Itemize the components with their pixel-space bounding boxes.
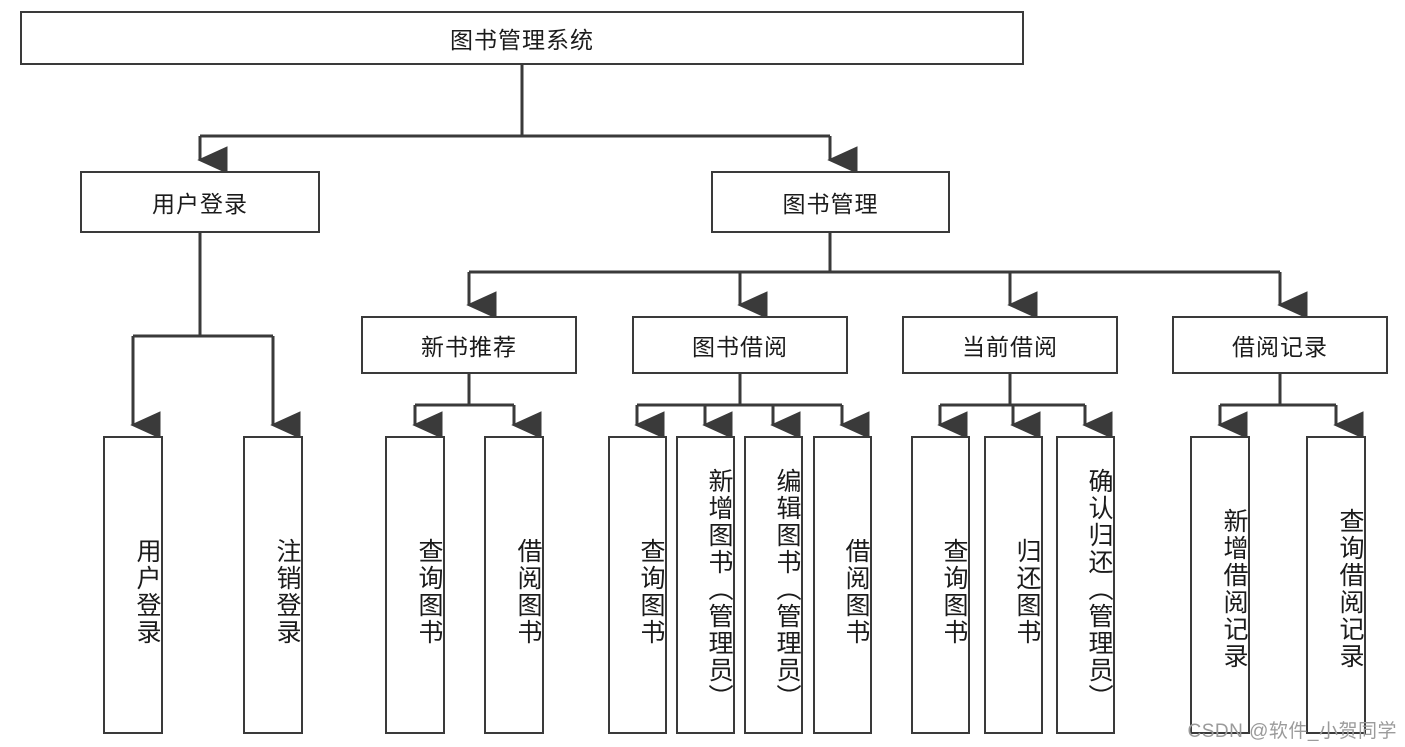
node-book-borrow[interactable]: 图书借阅 [632, 316, 848, 374]
node-root-label: 图书管理系统 [450, 27, 594, 53]
node-root[interactable]: 图书管理系统 [20, 11, 1024, 65]
node-book-borrow-label: 图书借阅 [692, 334, 788, 360]
node-leaf-borrow-add-book-label: 新增图书（管理员） [705, 467, 733, 711]
node-leaf-current-confirm-return-label: 确认归还（管理员） [1085, 467, 1113, 711]
node-leaf-recommend-query-book-label: 查询图书 [415, 538, 443, 646]
node-borrow-record[interactable]: 借阅记录 [1172, 316, 1388, 374]
node-leaf-recommend-query-book[interactable]: 查询图书 [385, 436, 445, 734]
node-leaf-current-return-book[interactable]: 归还图书 [984, 436, 1043, 734]
node-new-book-recommend[interactable]: 新书推荐 [361, 316, 577, 374]
csdn-watermark: CSDN @软件_小贺同学 [1187, 721, 1397, 742]
node-leaf-borrow-query-book-label: 查询图书 [637, 538, 665, 646]
node-new-book-recommend-label: 新书推荐 [421, 334, 517, 360]
node-user-login[interactable]: 用户登录 [80, 171, 320, 233]
node-leaf-record-add-label: 新增借阅记录 [1220, 508, 1248, 670]
node-current-borrow[interactable]: 当前借阅 [902, 316, 1118, 374]
node-leaf-current-query-book-label: 查询图书 [940, 538, 968, 646]
node-leaf-user-login[interactable]: 用户登录 [103, 436, 163, 734]
node-book-manage-label: 图书管理 [782, 191, 879, 217]
node-leaf-current-confirm-return[interactable]: 确认归还（管理员） [1056, 436, 1115, 734]
node-borrow-record-label: 借阅记录 [1232, 334, 1328, 360]
node-user-login-label: 用户登录 [152, 191, 248, 217]
node-leaf-borrow-edit-book-label: 编辑图书（管理员） [773, 467, 801, 711]
node-leaf-borrow-edit-book[interactable]: 编辑图书（管理员） [744, 436, 803, 734]
node-leaf-borrow-borrow-book[interactable]: 借阅图书 [813, 436, 872, 734]
node-leaf-current-return-book-label: 归还图书 [1013, 538, 1041, 646]
node-leaf-recommend-borrow-book-label: 借阅图书 [514, 538, 542, 646]
node-leaf-borrow-add-book[interactable]: 新增图书（管理员） [676, 436, 735, 734]
node-leaf-record-query[interactable]: 查询借阅记录 [1306, 436, 1366, 734]
node-current-borrow-label: 当前借阅 [962, 334, 1058, 360]
node-leaf-user-logout[interactable]: 注销登录 [243, 436, 303, 734]
node-leaf-record-add[interactable]: 新增借阅记录 [1190, 436, 1250, 734]
node-leaf-user-logout-label: 注销登录 [273, 538, 301, 646]
node-leaf-current-query-book[interactable]: 查询图书 [911, 436, 970, 734]
node-leaf-user-login-label: 用户登录 [133, 538, 161, 646]
node-leaf-borrow-borrow-book-label: 借阅图书 [842, 538, 870, 646]
node-book-manage[interactable]: 图书管理 [711, 171, 950, 233]
node-leaf-recommend-borrow-book[interactable]: 借阅图书 [484, 436, 544, 734]
node-leaf-borrow-query-book[interactable]: 查询图书 [608, 436, 667, 734]
node-leaf-record-query-label: 查询借阅记录 [1336, 508, 1364, 670]
